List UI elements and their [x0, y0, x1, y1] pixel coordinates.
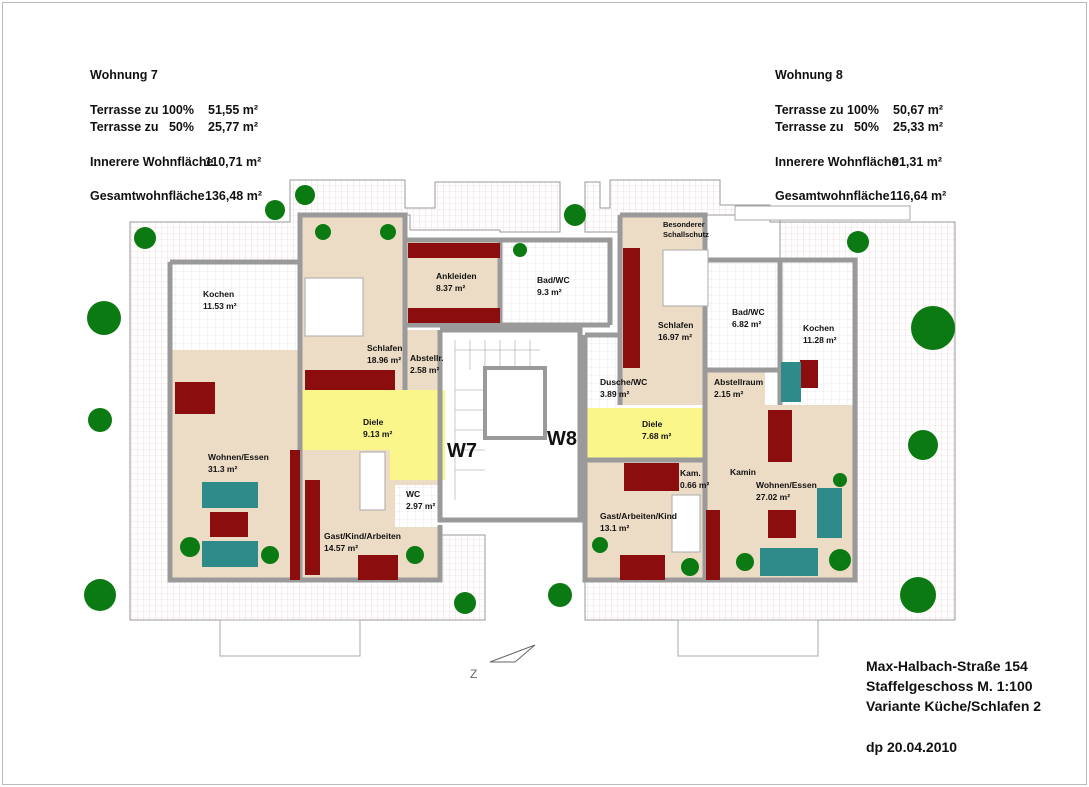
w8-terrace-100-label: Terrasse zu 100%	[775, 103, 879, 117]
w7-terrace-50-label: Terrasse zu 50%	[90, 120, 194, 134]
room-label: Abstellr.2.58 m²	[410, 353, 444, 375]
w7-inner-value: 110,71 m²	[205, 155, 262, 169]
terrace-w7	[129, 179, 561, 621]
w7-total-value: 136,48 m²	[205, 189, 262, 203]
w7-title: Wohnung 7	[90, 68, 158, 82]
w8-terrace-50-value: 25,33 m²	[893, 120, 944, 134]
sofas	[202, 362, 842, 576]
fireplace-label: Kamin	[730, 467, 756, 477]
title-floor-scale: Staffelgeschoss M. 1:100	[866, 678, 1033, 694]
w8-marker: W8	[547, 428, 577, 450]
trees	[84, 185, 955, 614]
w7-terrace-50-value: 25,77 m²	[208, 120, 259, 134]
furniture	[175, 243, 818, 580]
svg-text:Z: Z	[470, 667, 477, 681]
elevator	[483, 366, 547, 440]
north-arrow-icon	[489, 644, 536, 663]
w8-total-label: Gesamtwohnfläche	[775, 189, 890, 203]
title-variant: Variante Küche/Schlafen 2	[866, 698, 1042, 714]
w7-total-label: Gesamtwohnfläche	[90, 189, 205, 203]
staircase	[454, 340, 540, 500]
title-date: dp 20.04.2010	[866, 739, 958, 755]
w7-terrace-100-label: Terrasse zu 100%	[90, 103, 194, 117]
sound-insulation-note: Besonderer Schallschutz	[663, 220, 709, 239]
skylight	[734, 205, 911, 221]
w8-inner-value: 91,31 m²	[892, 155, 943, 169]
planter	[219, 619, 361, 657]
w8-terrace-50-label: Terrasse zu 50%	[775, 120, 879, 134]
w7-inner-label: Innerere Wohnfläche	[90, 155, 214, 169]
beds	[304, 249, 709, 553]
room-label: Kam.0.66 m²	[680, 468, 710, 490]
w8-terrace-100-value: 50,67 m²	[893, 103, 944, 117]
w7-marker: W7	[447, 440, 477, 462]
title-address: Max-Halbach-Straße 154	[866, 658, 1028, 674]
w8-title: Wohnung 8	[775, 68, 843, 82]
terrace-w8	[584, 179, 956, 621]
w8-inner-label: Innerere Wohnfläche	[775, 155, 899, 169]
w7-terrace-100-value: 51,55 m²	[208, 103, 259, 117]
planter	[677, 619, 819, 657]
w8-total-value: 116,64 m²	[890, 189, 947, 203]
